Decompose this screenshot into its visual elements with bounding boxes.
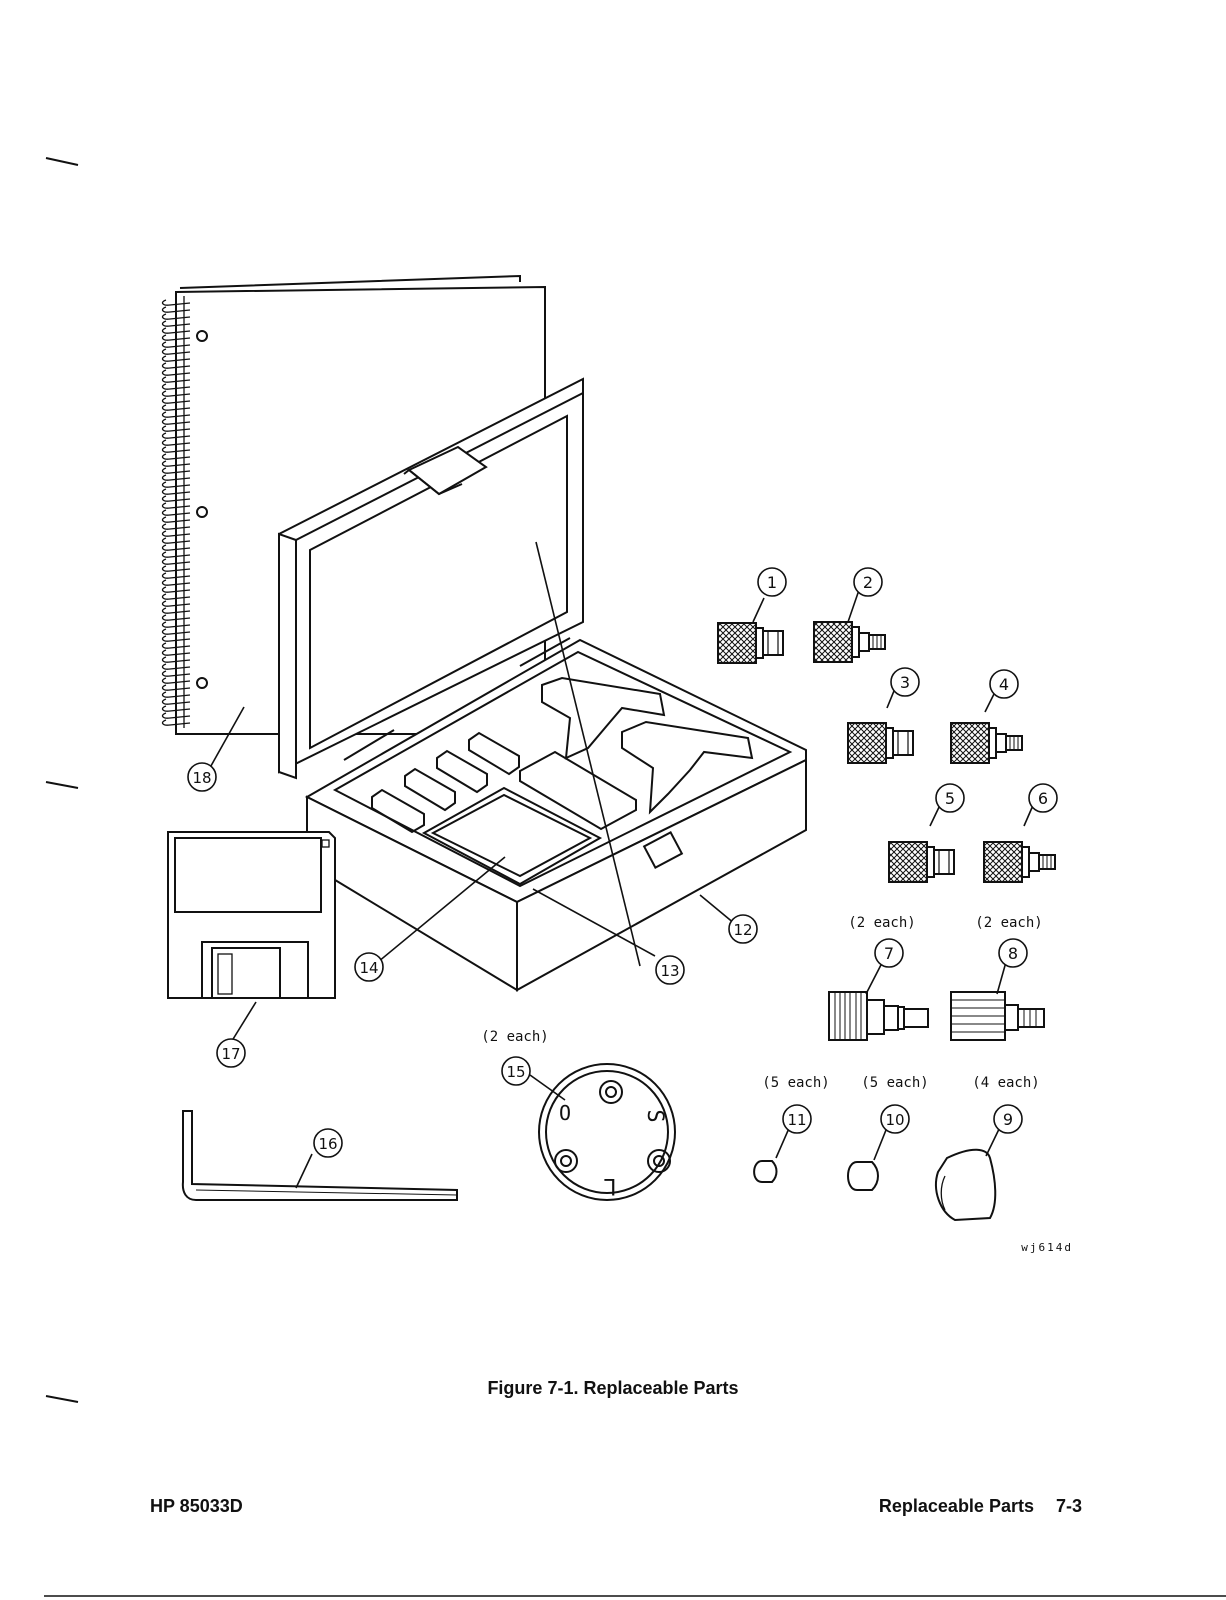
qty-note-item-9: (4 each)	[972, 1075, 1039, 1091]
callout-6: 6	[1028, 783, 1058, 813]
callout-16: 16	[313, 1128, 343, 1158]
callout-7: 7	[874, 938, 904, 968]
callout-17: 17	[216, 1038, 246, 1068]
connector-gauge: O S L	[538, 1063, 676, 1201]
footer-section: Replaceable Parts 7-3	[879, 1496, 1082, 1517]
callout-number: 17	[221, 1045, 240, 1063]
callout-number: 2	[863, 573, 873, 592]
callout-2: 2	[853, 567, 883, 597]
cap-item-9	[935, 1148, 997, 1222]
margin-marks	[45, 157, 79, 1403]
callout-number: 4	[999, 675, 1009, 694]
callout-14: 14	[354, 952, 384, 982]
callout-number: 11	[787, 1111, 806, 1129]
callout-5: 5	[935, 783, 965, 813]
leader-lines	[206, 541, 1035, 1189]
callout-number: 13	[660, 962, 679, 980]
callout-number: 10	[885, 1111, 904, 1129]
footer-section-title: Replaceable Parts	[878, 1496, 1034, 1516]
callout-number: 14	[359, 959, 378, 977]
callout-15: 15	[501, 1056, 531, 1086]
callout-number: 3	[900, 673, 910, 692]
connector-item-8	[950, 991, 1045, 1041]
callout-8: 8	[998, 938, 1028, 968]
gauge-letter-l: L	[603, 1173, 616, 1198]
drawing-id: wj614d	[1021, 1241, 1073, 1254]
callout-number: 1	[767, 573, 777, 592]
callout-1: 1	[757, 567, 787, 597]
qty-note-item-8: (2 each)	[975, 915, 1042, 931]
adapters-group	[717, 621, 1056, 883]
callout-number: 18	[192, 769, 211, 787]
callout-number: 9	[1003, 1110, 1013, 1129]
callout-10: 10	[880, 1104, 910, 1134]
callout-number: 16	[318, 1135, 337, 1153]
cap-item-11	[753, 1160, 778, 1183]
connector-item-7	[828, 991, 929, 1041]
page-number: 7-3	[1055, 1496, 1082, 1516]
adapter-item-2	[813, 621, 886, 663]
callout-number: 5	[945, 789, 955, 808]
qty-note-item-10: (5 each)	[861, 1075, 928, 1091]
callout-number: 7	[884, 944, 894, 963]
case-lid	[278, 377, 584, 780]
callout-9: 9	[993, 1104, 1023, 1134]
adapter-item-1	[717, 622, 784, 664]
qty-note-item-11: (5 each)	[762, 1075, 829, 1091]
callout-number: 15	[506, 1063, 525, 1081]
hex-key	[181, 1110, 458, 1201]
adapter-item-4	[950, 722, 1023, 764]
adapter-item-5	[888, 841, 955, 883]
footer-model: HP 85033D	[150, 1496, 243, 1516]
callout-number: 8	[1008, 944, 1018, 963]
figure-caption: Figure 7-1. Replaceable Parts	[487, 1378, 739, 1398]
cap-item-10	[847, 1161, 879, 1191]
gauge-letter-o: O	[559, 1101, 571, 1125]
adapter-item-3	[847, 722, 914, 764]
adapter-item-6	[983, 841, 1056, 883]
callout-13: 13	[655, 955, 685, 985]
callout-4: 4	[989, 669, 1019, 699]
floppy-disk	[167, 831, 336, 999]
gauge-letter-s: S	[642, 1109, 667, 1122]
callout-number: 6	[1038, 789, 1048, 808]
quantity-notes: (2 each) (2 each) (2 each) (5 each) (5 e…	[481, 915, 1042, 1091]
callout-12: 12	[728, 914, 758, 944]
qty-note-item-7: (2 each)	[848, 915, 915, 931]
qty-note-item-15: (2 each)	[481, 1029, 548, 1045]
callout-3: 3	[890, 667, 920, 697]
callout-number: 12	[733, 921, 752, 939]
carrying-case	[304, 638, 807, 992]
callout-18: 18	[187, 762, 217, 792]
callout-11: 11	[782, 1104, 812, 1134]
